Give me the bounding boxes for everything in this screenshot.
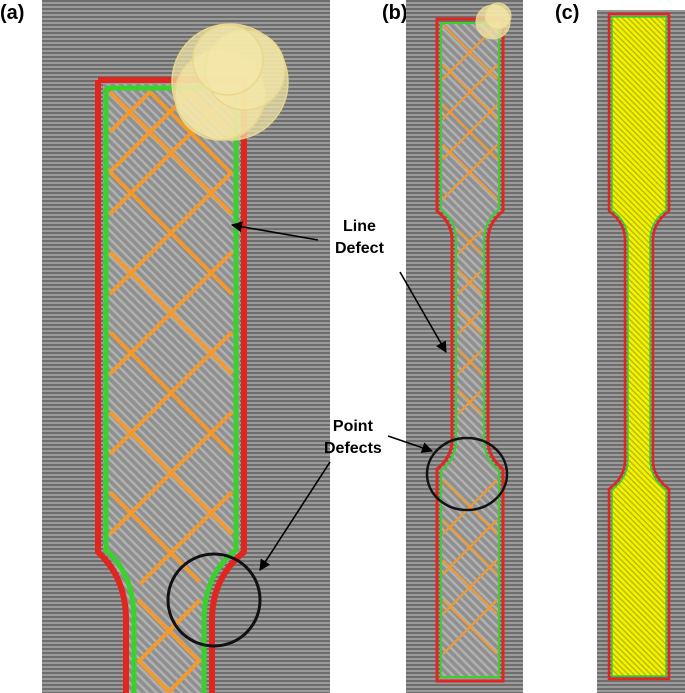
point-defects-label-line1: Point (332, 418, 373, 435)
panel-label-b: (b) (382, 2, 408, 24)
panel-a-travel-blobs (171, 23, 289, 141)
panel-b-point-defect-circle (425, 436, 509, 512)
arrow-line-defect-b (399, 271, 447, 353)
panel-b-travel-blobs (475, 2, 512, 40)
panel-c-inner-perimeter (611, 16, 667, 677)
panel-b-outer-perimeter (435, 17, 505, 683)
panel-b-inner-perimeter (440, 22, 500, 678)
line-defect-label-line1: Line (343, 218, 376, 235)
panel-c-outer-perimeter (607, 12, 671, 681)
arrow-line-defect-a (230, 221, 319, 241)
panel-a (42, 0, 330, 693)
panel-a-outer-perimeter (95, 77, 247, 693)
line-defect-label: Line Defect (335, 216, 384, 260)
panel-a-inner-perimeter (103, 85, 239, 693)
point-defects-label-line2: Defects (324, 440, 382, 457)
line-defect-label-line2: Defect (335, 240, 384, 257)
panel-label-a: (a) (0, 2, 25, 24)
panel-b (406, 0, 523, 693)
annotation-arrows (230, 221, 447, 571)
point-defects-label: Point Defects (324, 416, 382, 460)
panel-a-specimen-fill (103, 84, 240, 693)
panel-label-c: (c) (555, 2, 580, 24)
arrow-point-defects-a (259, 461, 331, 571)
panel-c (597, 10, 685, 693)
panel-b-infill-lattice (442, 24, 498, 655)
panel-a-point-defect-circle (166, 552, 262, 648)
arrow-point-defects-b (387, 435, 434, 454)
panel-c-specimen-fill (612, 17, 666, 676)
